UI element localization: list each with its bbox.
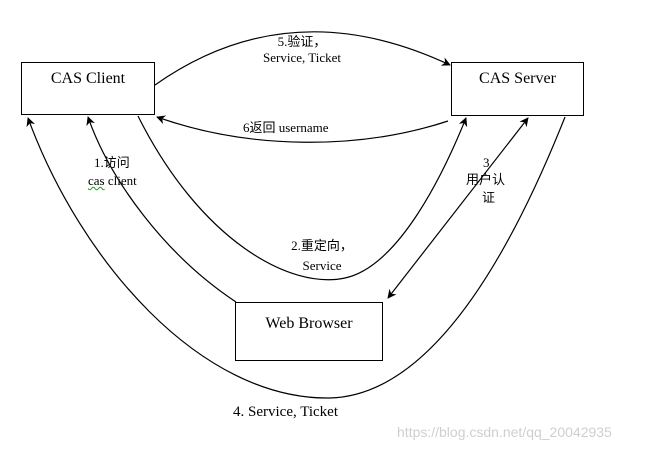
edge-step2-arrow: [137, 115, 468, 281]
node-cas-client: CAS Client: [21, 62, 155, 115]
edge-step4-arrow: [26, 116, 566, 399]
edge-step5-label-line2: Service, Ticket: [263, 50, 341, 65]
edge-step2-label-line1: 2.重定向，: [291, 238, 353, 253]
node-cas-server-label: CAS Server: [479, 70, 556, 87]
edge-step1-label-line1: 1.访问: [94, 155, 130, 170]
edge-step3-label-line3: 证: [482, 190, 496, 205]
edge-step2-label-line2: Service: [302, 258, 342, 273]
watermark-text: https://blog.csdn.net/qq_20042935: [397, 424, 612, 440]
edge-step5-arrow: [154, 31, 451, 86]
node-cas-server: CAS Server: [451, 62, 584, 116]
edge-step1-label-client-word: client: [104, 173, 137, 188]
edge-step3-label-line1: 3: [483, 155, 490, 170]
edge-step3-label-line2: 用户认: [466, 172, 506, 187]
node-web-browser-label: Web Browser: [265, 314, 353, 332]
edge-step5-label-line1: 5.验证，: [277, 34, 327, 49]
node-web-browser: Web Browser: [235, 302, 383, 361]
edge-step1-label-cas-word: cas: [88, 173, 105, 188]
edge-step6-label: 6返回 username: [243, 120, 329, 135]
edge-step1-label-line2: cas client: [88, 173, 137, 188]
node-cas-client-label: CAS Client: [50, 69, 126, 87]
edge-step3-arrow: [387, 117, 529, 299]
edge-step1-arrow: [86, 116, 237, 303]
edge-step4-label: 4. Service, Ticket: [233, 404, 338, 420]
